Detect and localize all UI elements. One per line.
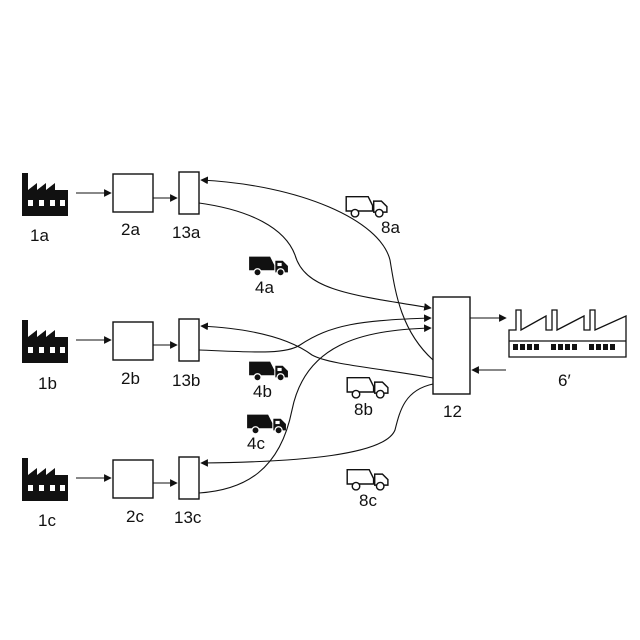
terminal-box-a <box>179 172 199 214</box>
terminal-box-c <box>179 457 199 499</box>
factory-icon <box>22 320 68 363</box>
label-terminal-c: 13c <box>174 508 202 527</box>
label-hub: 12 <box>443 402 462 421</box>
factory-icon <box>22 173 68 216</box>
terminal-box-b <box>179 319 199 361</box>
label-factory-b: 1b <box>38 374 57 393</box>
loaded-truck-icon <box>249 362 288 381</box>
flow-hub-to-terminal-a <box>201 180 433 360</box>
label-truck-empty-c: 8c <box>359 491 377 510</box>
label-truck-loaded-c: 4c <box>247 434 265 453</box>
label-terminal-a: 13a <box>172 223 201 242</box>
empty-truck-icon <box>346 197 387 217</box>
label-truck-loaded-a: 4a <box>255 278 274 297</box>
flow-terminal-c-to-hub <box>199 328 431 493</box>
plant-icon <box>509 310 626 357</box>
flow-terminal-b-to-hub <box>199 318 431 352</box>
label-plant: 6′ <box>558 371 571 390</box>
hub-box <box>433 297 470 394</box>
label-unit-a: 2a <box>121 220 140 239</box>
label-truck-empty-a: 8a <box>381 218 400 237</box>
label-terminal-b: 13b <box>172 371 200 390</box>
label-truck-loaded-b: 4b <box>253 382 272 401</box>
unit-box-c <box>113 460 153 498</box>
loaded-truck-icon <box>249 257 288 276</box>
factory-icon <box>22 458 68 501</box>
empty-truck-icon <box>347 470 388 490</box>
label-factory-a: 1a <box>30 226 49 245</box>
unit-box-a <box>113 174 153 212</box>
label-unit-b: 2b <box>121 369 140 388</box>
flow-hub-to-terminal-c <box>201 384 433 463</box>
label-truck-empty-b: 8b <box>354 400 373 419</box>
label-unit-c: 2c <box>126 507 144 526</box>
loaded-truck-icon <box>247 415 286 434</box>
label-factory-c: 1c <box>38 511 56 530</box>
unit-box-b <box>113 322 153 360</box>
empty-truck-icon <box>347 378 388 398</box>
